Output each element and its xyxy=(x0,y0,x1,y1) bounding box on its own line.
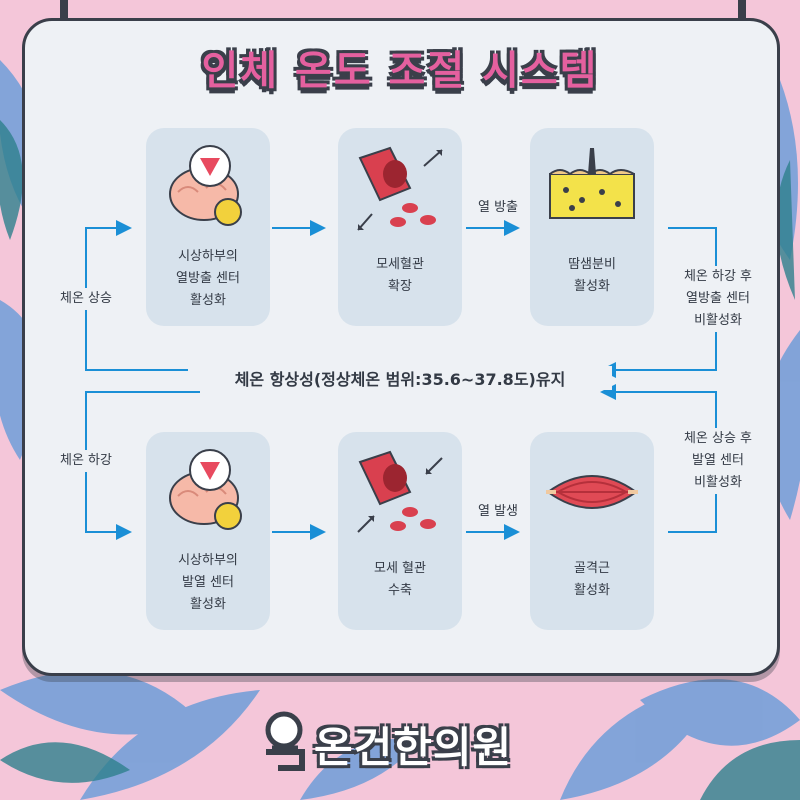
sweat-gland-skin-icon xyxy=(549,148,635,219)
temp-fall-label: 체온 하강 xyxy=(52,450,120,472)
dilated-blood-vessel-icon xyxy=(357,146,443,231)
hypothalamus-heat-production-box: 시상하부의 발열 센터 활성화 xyxy=(146,432,270,630)
skeletal-muscle-icon xyxy=(546,475,638,509)
hanging-pin-left xyxy=(60,0,68,34)
heat-release-deactivation-label: 체온 하강 후 열방출 센터 비활성화 xyxy=(670,266,766,332)
skeletal-muscle-box: 골격근 활성화 xyxy=(530,432,654,630)
box-label: 시상하부의 열방출 센터 활성화 xyxy=(176,249,240,308)
sweat-gland-box: 땀샘분비 활성화 xyxy=(530,128,654,326)
diagram-title: 인체 온도 조절 시스템 xyxy=(201,48,599,94)
clinic-name: 온건한의원 xyxy=(314,723,513,772)
homeostasis-label: 체온 항상성(정상체온 범위:35.6~37.8도)유지 xyxy=(188,366,612,390)
brain-icon xyxy=(169,145,242,226)
box-label: 모세혈관 확장 xyxy=(376,257,424,294)
heat-release-label: 열 방출 xyxy=(477,200,518,215)
heat-center-deactivation-label: 체온 상승 후 발열 센터 비활성화 xyxy=(670,428,766,494)
box-label: 시상하부의 발열 센터 활성화 xyxy=(178,553,238,612)
temp-rise-label: 체온 상승 xyxy=(52,288,120,310)
brain-icon xyxy=(169,449,242,530)
box-label: 땀샘분비 활성화 xyxy=(568,257,616,294)
clinic-logo-icon xyxy=(265,711,305,771)
heat-generation-label: 열 발생 xyxy=(477,504,518,519)
box-label: 골격근 활성화 xyxy=(574,561,610,598)
capillary-dilation-box: 모세혈관 확장 xyxy=(338,128,462,326)
capillary-constriction-box: 모세 혈관 수축 xyxy=(338,432,462,630)
clinic-logo: 온건한의원 xyxy=(258,706,558,776)
hypothalamus-heat-release-box: 시상하부의 열방출 센터 활성화 xyxy=(146,128,270,326)
constricted-blood-vessel-icon xyxy=(357,450,443,533)
hanging-pin-right xyxy=(738,0,746,34)
box-label: 모세 혈관 수축 xyxy=(374,561,426,598)
